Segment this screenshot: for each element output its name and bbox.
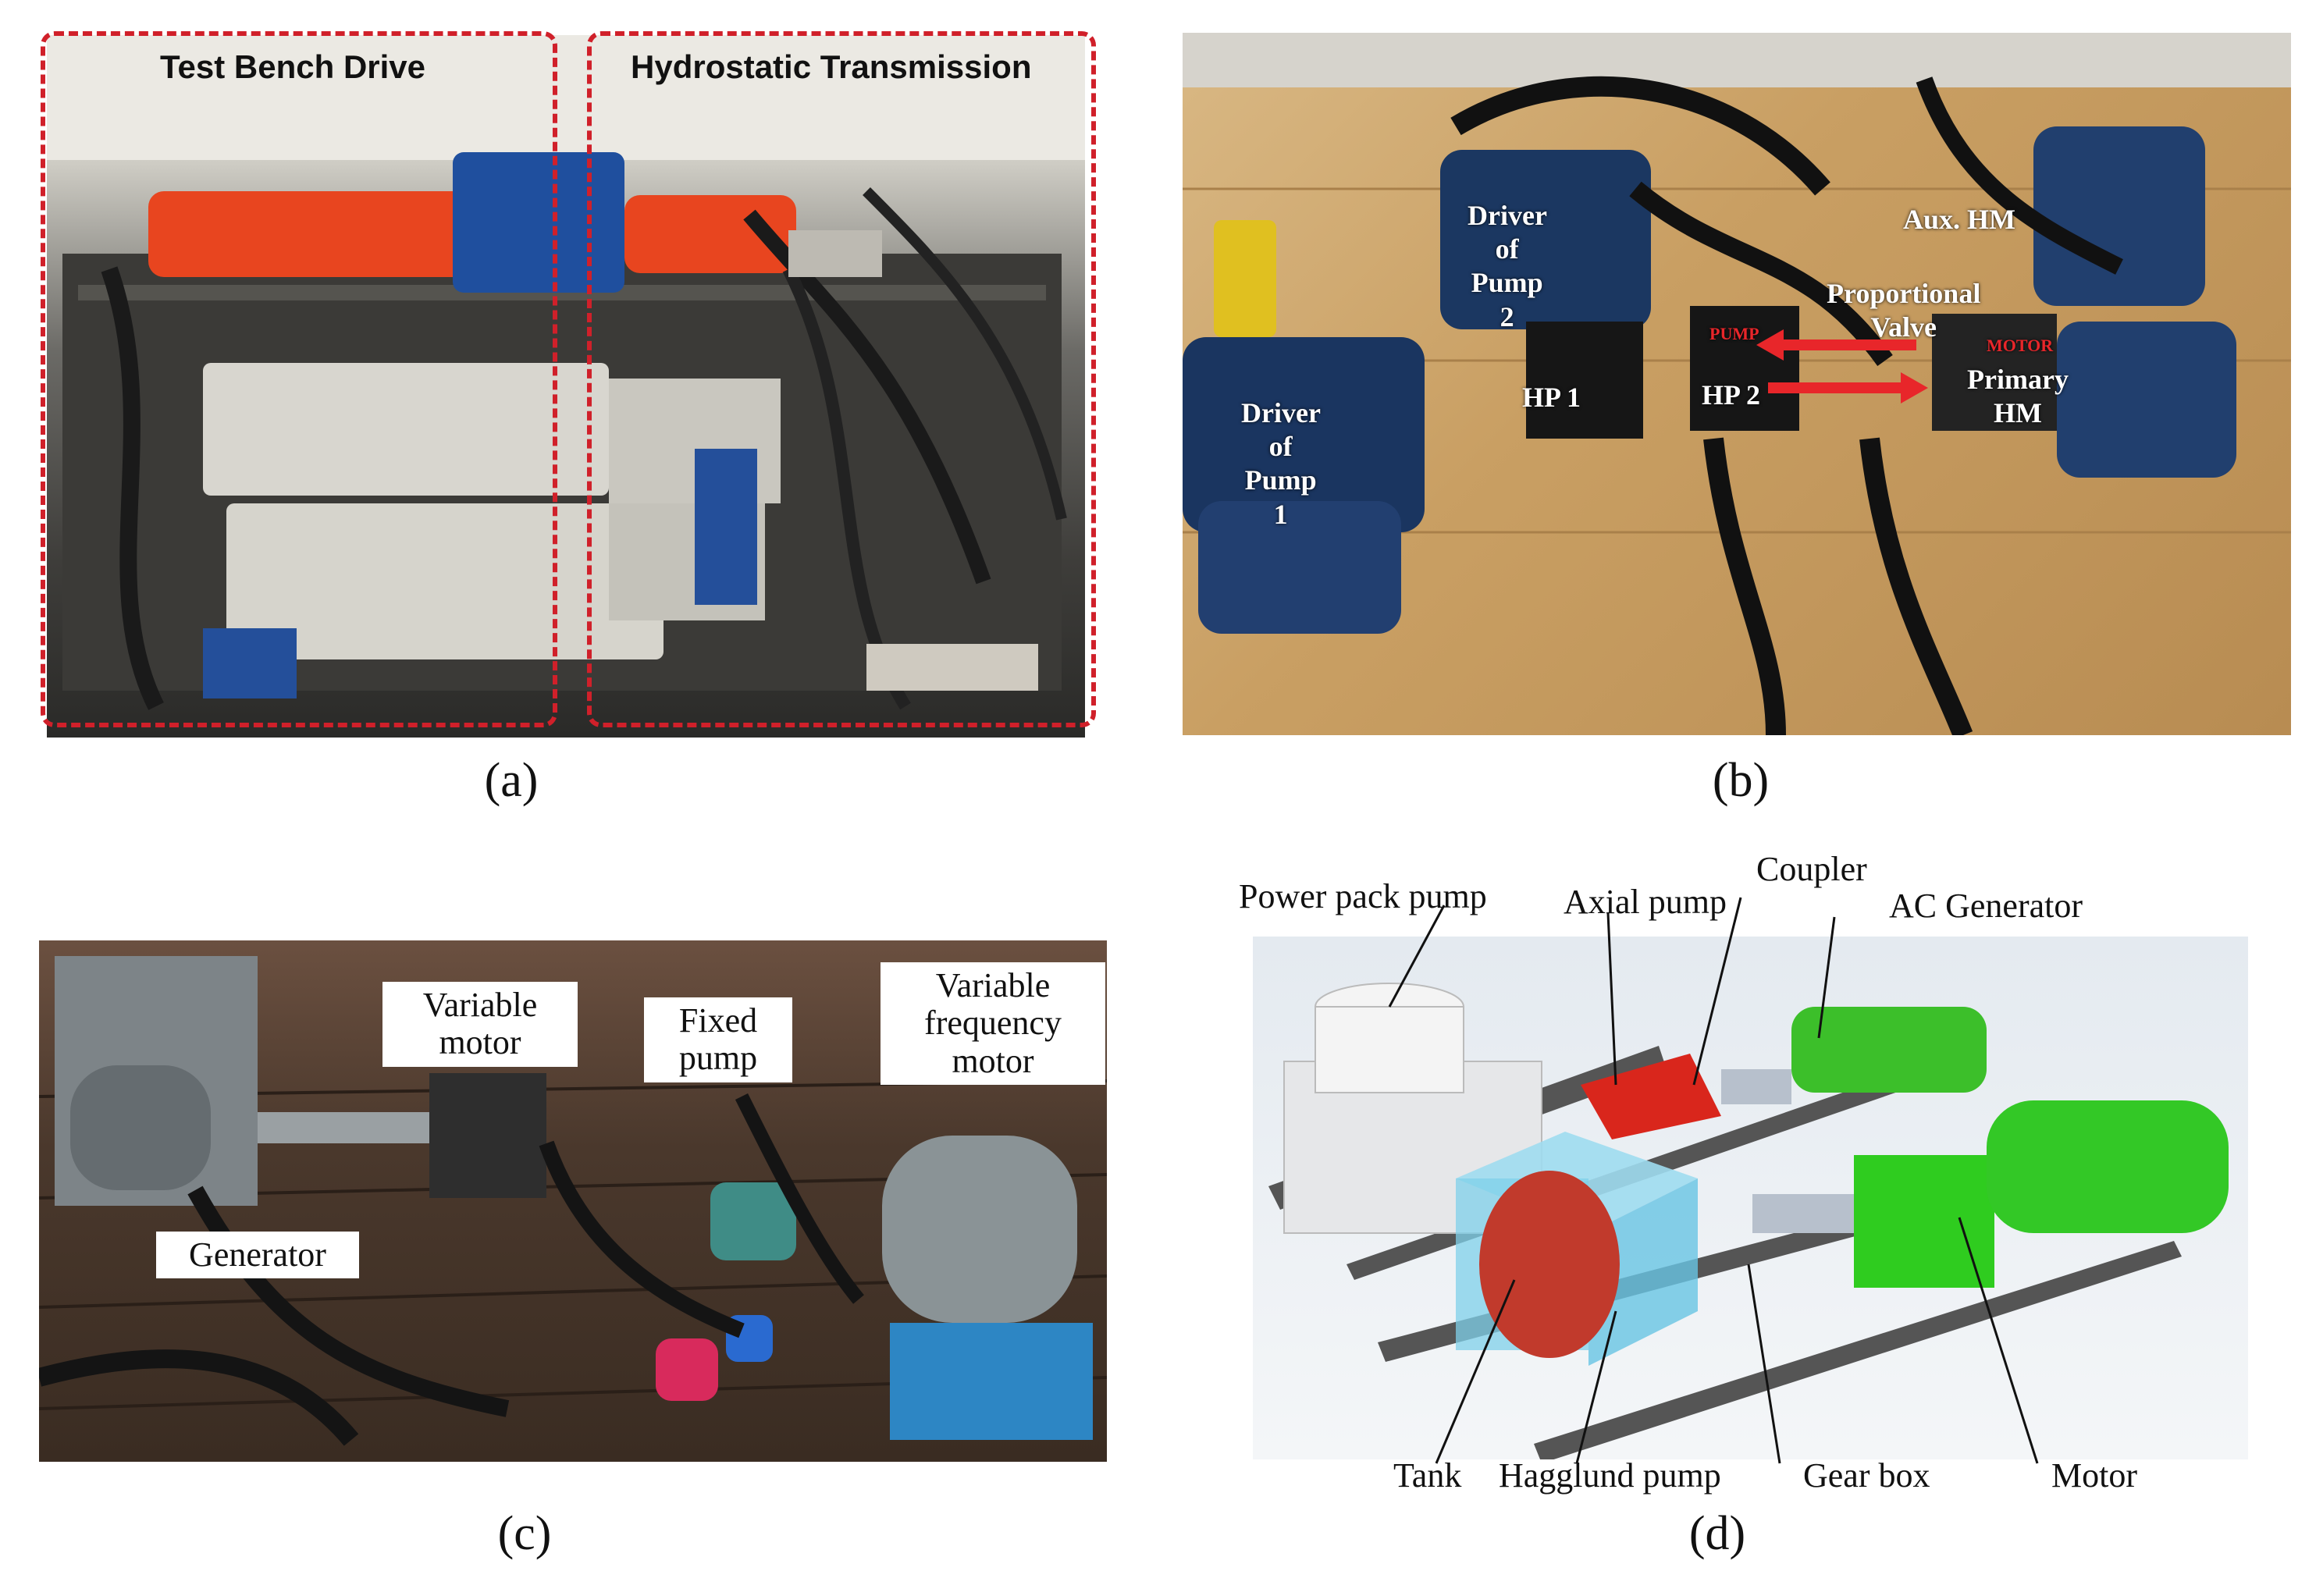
label-motor-tag: MOTOR — [1987, 336, 2054, 355]
label-test-bench-drive: Test Bench Drive — [160, 48, 425, 85]
hydrostatic-transmission-box — [587, 31, 1096, 727]
bench-setup-illustration — [1183, 33, 2291, 735]
label-ac-generator: AC Generator — [1889, 887, 2083, 925]
panel-a-photo — [47, 35, 1085, 738]
label-driver-pump-1: Driver of Pump 1 — [1241, 397, 1321, 530]
label-hp1: HP 1 — [1522, 382, 1581, 413]
panel-d-render — [1253, 937, 2248, 1459]
label-variable-motor: Variable motor — [382, 982, 578, 1067]
label-proportional-valve: Proportional Valve — [1827, 278, 1981, 343]
cad-render-illustration — [1268, 983, 2229, 1459]
test-bench-drive-box — [41, 31, 557, 727]
label-pump-tag: PUMP — [1709, 324, 1759, 343]
caption-d: (d) — [1688, 1507, 1746, 1560]
label-tank: Tank — [1393, 1456, 1462, 1495]
test-bench-photo-illustration — [47, 35, 1085, 710]
flow-arrows — [1756, 329, 1928, 403]
panel-b-photo — [1183, 33, 2291, 735]
caption-c: (c) — [497, 1507, 552, 1560]
label-variable-frequency-motor: Variable frequency motor — [881, 962, 1105, 1086]
label-axial-pump: Axial pump — [1564, 883, 1727, 921]
label-generator: Generator — [156, 1232, 359, 1279]
caption-b: (b) — [1712, 754, 1770, 807]
caption-a: (a) — [484, 754, 539, 807]
label-fixed-pump: Fixed pump — [644, 997, 792, 1082]
label-primary-hm: Primary HM — [1967, 364, 2069, 429]
label-coupler: Coupler — [1756, 850, 1867, 888]
label-gear-box: Gear box — [1803, 1456, 1930, 1495]
label-motor: Motor — [2051, 1456, 2137, 1495]
leader-lines — [1388, 897, 2039, 1464]
label-hagglund-pump: Hagglund pump — [1499, 1456, 1721, 1495]
label-aux-hm: Aux. HM — [1903, 204, 2015, 235]
label-power-pack-pump: Power pack pump — [1239, 877, 1487, 915]
label-hp2: HP 2 — [1702, 379, 1761, 411]
label-driver-pump-2: Driver of Pump 2 — [1468, 200, 1547, 332]
label-hydrostatic-transmission: Hydrostatic Transmission — [631, 48, 1032, 85]
